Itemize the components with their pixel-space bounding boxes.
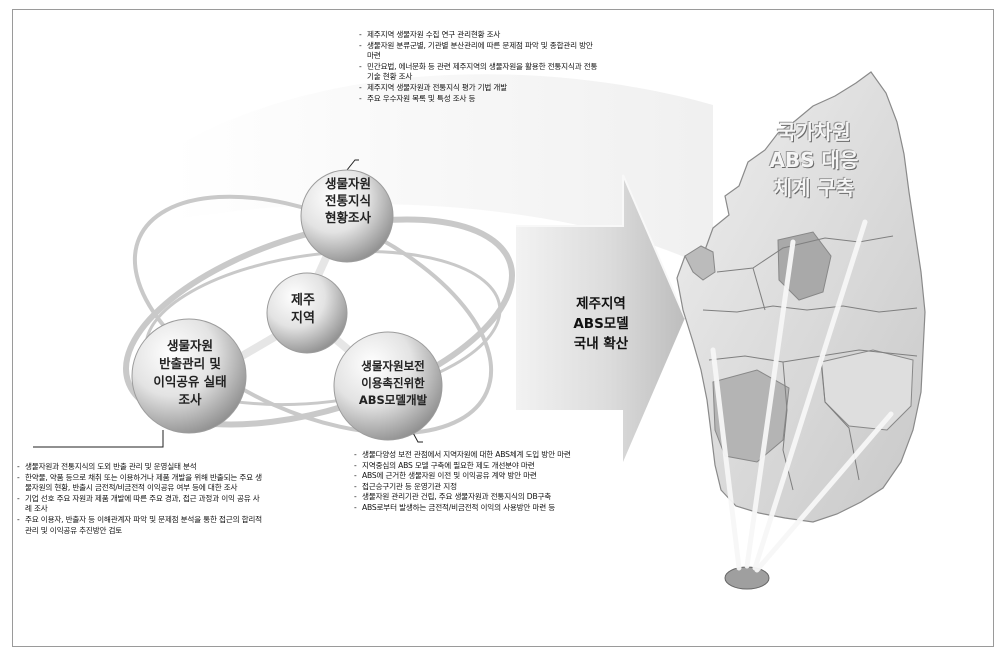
list-item: 생물자원 분류군별, 기관별 분산관리에 따른 문제점 파악 및 종합관리 방안… bbox=[359, 41, 599, 62]
expansion-arrow bbox=[516, 175, 685, 462]
outflow-tasks-list: 생물자원과 전통지식의 도외 반출 관리 및 운영실태 분석 한약물, 약품 등… bbox=[17, 462, 265, 536]
list-item: 민간요법, 에너문화 등 관련 제주지역의 생물자원을 활용한 전통지식과 전통… bbox=[359, 62, 599, 83]
list-item: 생물자원과 전통지식의 도외 반출 관리 및 운영실태 분석 bbox=[17, 462, 265, 473]
node-research-sphere bbox=[300, 169, 394, 263]
node-left-label: 생물자원 반출관리 및 이익공유 실태 조사 bbox=[115, 337, 265, 409]
arrow-label-line: 국내 확산 bbox=[573, 336, 629, 352]
diagram-graphics bbox=[33, 71, 926, 590]
arrow-label-line: 제주지역 bbox=[576, 296, 626, 312]
list-item: 지역중심의 ABS 모델 구축에 필요한 제도 개선분야 마련 bbox=[354, 461, 592, 472]
node-center-sphere bbox=[266, 272, 348, 354]
node-label-line: 생물자원 bbox=[166, 338, 213, 353]
korea-map bbox=[676, 71, 926, 590]
list-item: 한약물, 약품 등으로 채취 또는 이용하거나 제품 개발을 위해 반출되는 주… bbox=[17, 473, 265, 494]
list-item: 생물자원 관리기관 건립, 주요 생물자원과 전통지식의 DB구축 bbox=[354, 492, 592, 503]
map-title-line: 국가차원 bbox=[777, 120, 851, 144]
arrow-label: 제주지역 ABS모델 국내 확산 bbox=[535, 294, 667, 354]
jeju-island bbox=[724, 566, 770, 590]
node-label-line: 이용촉진위한 bbox=[361, 376, 425, 390]
node-label-line: ABS모델개발 bbox=[358, 393, 428, 407]
list-item: 주요 이용자, 반출자 등 이해관계자 파악 및 문제점 분석을 통한 접근의 … bbox=[17, 515, 265, 536]
node-right-sphere bbox=[333, 331, 443, 441]
map-title-line: ABS 대응 bbox=[769, 148, 859, 172]
node-label-line: 조사 bbox=[178, 392, 202, 407]
node-label-line: 지역 bbox=[291, 311, 315, 326]
abs-model-tasks-list: 생물다양성 보전 관점에서 지역자원에 대한 ABS체계 도입 방안 마련 지역… bbox=[354, 450, 592, 514]
list-item: 기업 선호 주요 자원과 제품 개발에 따른 주요 경과, 접근 과정과 이익 … bbox=[17, 494, 265, 515]
node-label-line: 현황조사 bbox=[324, 210, 371, 225]
node-label-line: 생물자원 bbox=[324, 176, 371, 191]
research-tasks-list: 제주지역 생물자원 수집 연구 관리현황 조사 생물자원 분류군별, 기관별 분… bbox=[359, 30, 599, 104]
list-item: 제주지역 생물자원과 전통지식 평가 기법 개발 bbox=[359, 83, 599, 94]
node-left-sphere bbox=[131, 318, 247, 434]
node-right-label: 생물자원보전 이용촉진위한 ABS모델개발 bbox=[318, 358, 468, 409]
node-label-line: 반출관리 및 bbox=[159, 356, 221, 371]
node-center-label: 제주 지역 bbox=[263, 292, 343, 328]
node-label-line: 제주 bbox=[291, 293, 315, 308]
list-item: ABS로부터 발생하는 금전적/비금전적 이익의 사용방안 마련 등 bbox=[354, 503, 592, 514]
list-item: 접근승구기관 등 운영기관 지정 bbox=[354, 482, 592, 493]
node-label-line: 생물자원보전 bbox=[361, 359, 425, 373]
node-label-line: 이익공유 실태 bbox=[153, 374, 227, 389]
map-title: 국가차원 ABS 대응 체계 구축 bbox=[719, 118, 909, 202]
diagram-frame: 제주지역 생물자원 수집 연구 관리현황 조사 생물자원 분류군별, 기관별 분… bbox=[12, 9, 994, 647]
list-item: 주요 우수자원 목록 및 특성 조사 등 bbox=[359, 94, 599, 105]
arrow-label-line: ABS모델 bbox=[573, 316, 629, 332]
node-research-label: 생물자원 전통지식 현황조사 bbox=[292, 175, 404, 226]
list-item: ABS에 근거한 생물자원 이전 및 이익공유 계약 방안 마련 bbox=[354, 471, 592, 482]
node-label-line: 전통지식 bbox=[324, 193, 371, 208]
list-item: 생물다양성 보전 관점에서 지역자원에 대한 ABS체계 도입 방안 마련 bbox=[354, 450, 592, 461]
list-item: 제주지역 생물자원 수집 연구 관리현황 조사 bbox=[359, 30, 599, 41]
map-title-line: 체계 구축 bbox=[773, 176, 855, 200]
